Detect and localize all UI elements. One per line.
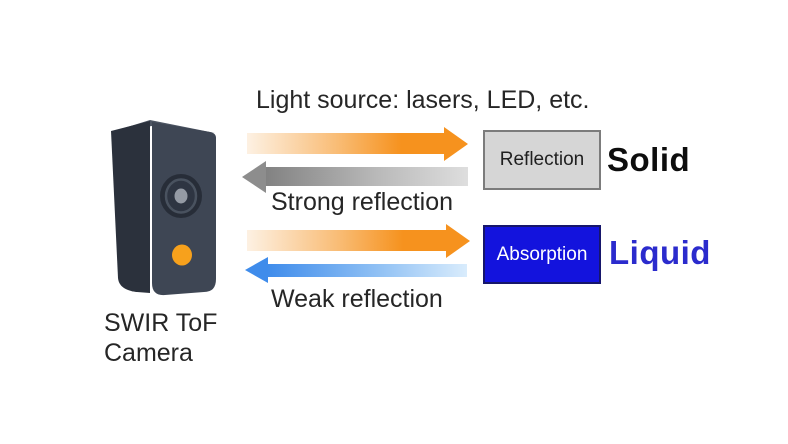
weak-reflection-label: Weak reflection bbox=[271, 285, 443, 313]
camera-caption: SWIR ToF Camera bbox=[104, 308, 217, 368]
weak-reflection-arrowhead-icon bbox=[245, 257, 268, 283]
swir-tof-camera-illustration bbox=[111, 120, 216, 296]
camera-led-icon bbox=[172, 244, 192, 266]
solid-label: Solid bbox=[607, 141, 691, 178]
reflection-box-label: Reflection bbox=[499, 149, 585, 170]
reflection-box: Reflection bbox=[483, 130, 601, 190]
camera-caption-line1: SWIR ToF bbox=[104, 309, 218, 337]
liquid-label: Liquid bbox=[609, 234, 711, 271]
weak-reflection-arrow bbox=[267, 264, 467, 277]
emitted-light-arrowhead-solid bbox=[444, 127, 468, 161]
absorption-box-label: Absorption bbox=[496, 243, 588, 265]
camera-side-face bbox=[111, 121, 150, 293]
absorption-box: Absorption bbox=[483, 225, 601, 284]
light-source-label: Light source: lasers, LED, etc. bbox=[256, 86, 590, 114]
strong-reflection-arrow bbox=[266, 167, 468, 186]
strong-reflection-label: Strong reflection bbox=[271, 188, 454, 216]
emitted-light-arrow-liquid bbox=[247, 230, 447, 251]
emitted-light-arrow-solid bbox=[247, 133, 445, 154]
emitted-light-arrowhead-liquid bbox=[446, 224, 470, 258]
camera-lens-center bbox=[174, 188, 188, 204]
camera-caption-line2: Camera bbox=[104, 339, 193, 367]
strong-reflection-arrowhead-icon bbox=[242, 161, 266, 193]
